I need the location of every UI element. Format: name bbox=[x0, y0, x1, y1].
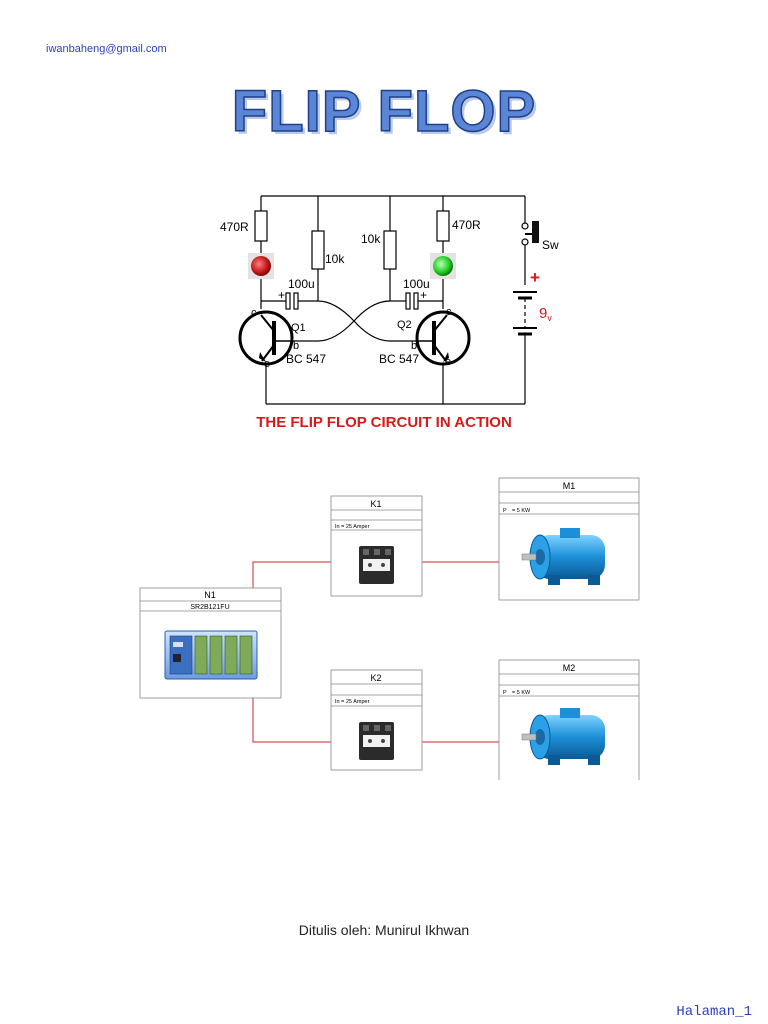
page-title: FLIP FLOP bbox=[231, 78, 537, 145]
contactor-k2-block: K2 In = 25 Amper bbox=[330, 669, 423, 771]
m2-name: M2 bbox=[563, 663, 576, 673]
contactor-k1-block: K1 In = 25 Amper bbox=[330, 495, 423, 597]
plc-n1-block: N1 SR2B121FU bbox=[139, 587, 282, 699]
switch-button bbox=[532, 221, 539, 243]
cross-wire-b bbox=[317, 300, 391, 342]
motor-m1-block: M1 P = 5 KW bbox=[498, 477, 640, 601]
k1-name: K1 bbox=[370, 499, 381, 509]
m1-power-value: = 5 KW bbox=[512, 508, 531, 514]
contactor-k1-image bbox=[359, 546, 394, 584]
k2-name: K2 bbox=[370, 673, 381, 683]
led-red bbox=[251, 256, 271, 276]
label-c1: 100u bbox=[288, 277, 315, 291]
k1-rating: In = 25 Amper bbox=[335, 524, 370, 530]
label-battery-volt: 9v bbox=[539, 305, 552, 323]
led-green bbox=[433, 256, 453, 276]
label-r4: 470R bbox=[452, 218, 481, 232]
capacitor-left bbox=[285, 292, 291, 310]
label-battery-plus: + bbox=[530, 268, 540, 287]
label-q2: Q2 bbox=[397, 319, 412, 331]
m2-power-label: P bbox=[503, 690, 507, 696]
label-r2: 10k bbox=[325, 252, 345, 266]
m2-power-value: = 5 KW bbox=[512, 690, 531, 696]
label-switch: Sw bbox=[542, 238, 559, 252]
resistor-10k-right bbox=[383, 230, 397, 270]
label-q1-collector: c bbox=[251, 307, 257, 319]
k2-rating: In = 25 Amper bbox=[335, 699, 370, 705]
motor-m2-image bbox=[521, 708, 605, 765]
m1-power-label: P bbox=[503, 508, 507, 514]
wire-plc-k2 bbox=[252, 698, 331, 743]
label-c1-plus: + bbox=[278, 288, 285, 302]
label-q1: Q1 bbox=[291, 322, 306, 334]
circuit-caption: THE FLIP FLOP CIRCUIT IN ACTION bbox=[256, 414, 512, 431]
label-q2-emitter: e bbox=[445, 356, 451, 368]
label-q1-type: BC 547 bbox=[286, 352, 326, 366]
motor-wiring-diagram: N1 SR2B121FU K1 In = 25 Amper bbox=[139, 477, 640, 780]
label-r1: 470R bbox=[220, 220, 249, 234]
m1-name: M1 bbox=[563, 481, 576, 491]
flip-flop-circuit-diagram: 470R 10k 10k 470R 100u 100u + + Q1 Q2 BC… bbox=[220, 195, 559, 405]
label-r3: 10k bbox=[361, 232, 381, 246]
label-c2: 100u bbox=[403, 277, 430, 291]
plc-model: SR2B121FU bbox=[190, 604, 229, 611]
title-block: FLIP FLOP bbox=[0, 78, 768, 145]
label-q2-base: b bbox=[411, 340, 417, 352]
label-q2-type: BC 547 bbox=[379, 352, 419, 366]
label-q2-collector: c bbox=[446, 306, 452, 318]
motor-m2-block: M2 P = 5 KW bbox=[498, 659, 640, 780]
plc-name: N1 bbox=[204, 590, 216, 600]
label-q1-base: b bbox=[293, 340, 299, 352]
resistor-470r-right bbox=[436, 210, 450, 242]
author-email: iwanbaheng@gmail.com bbox=[46, 43, 167, 55]
capacitor-right bbox=[405, 292, 411, 310]
contactor-k2-image bbox=[359, 722, 394, 760]
label-q1-emitter: e bbox=[264, 358, 270, 370]
label-c2-plus: + bbox=[420, 288, 427, 302]
resistor-470r-left bbox=[254, 210, 268, 242]
author-credit: Ditulis oleh: Munirul Ikhwan bbox=[298, 922, 470, 938]
motor-m1-image bbox=[521, 528, 605, 585]
plc-device-image bbox=[164, 630, 258, 680]
resistor-10k-left bbox=[311, 230, 325, 270]
page-number: Halaman_1 bbox=[676, 1004, 752, 1020]
wire-plc-k1 bbox=[252, 561, 331, 588]
